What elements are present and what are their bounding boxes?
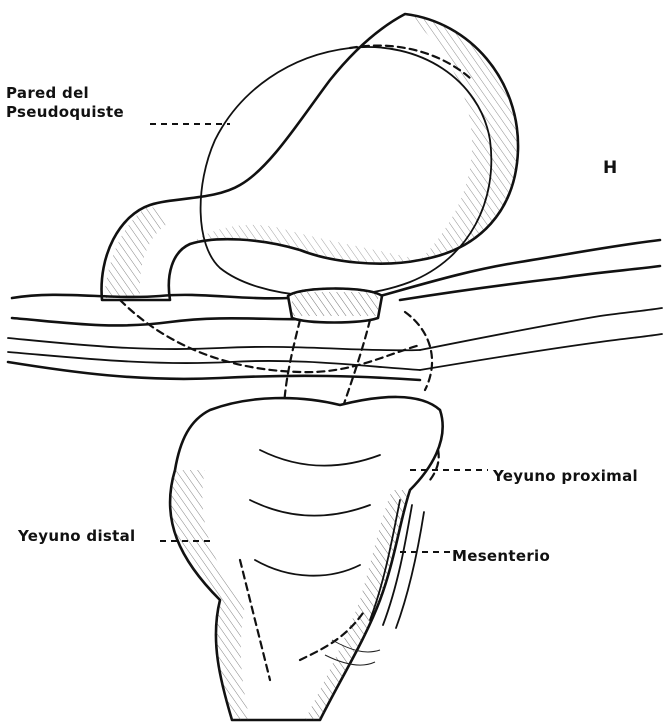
label-pared-del-pseudoquiste: Pared del Pseudoquiste: [6, 84, 124, 122]
label-mesenterio: Mesenterio: [452, 547, 550, 565]
label-yeyuno-proximal: Yeyuno proximal: [493, 467, 638, 485]
label-yeyuno-distal: Yeyuno distal: [18, 527, 135, 545]
label-h: H: [603, 158, 618, 178]
label-pared-line2: Pseudoquiste: [6, 103, 124, 122]
anastomosis: [288, 289, 382, 323]
label-pared-line1: Pared del: [6, 84, 124, 103]
